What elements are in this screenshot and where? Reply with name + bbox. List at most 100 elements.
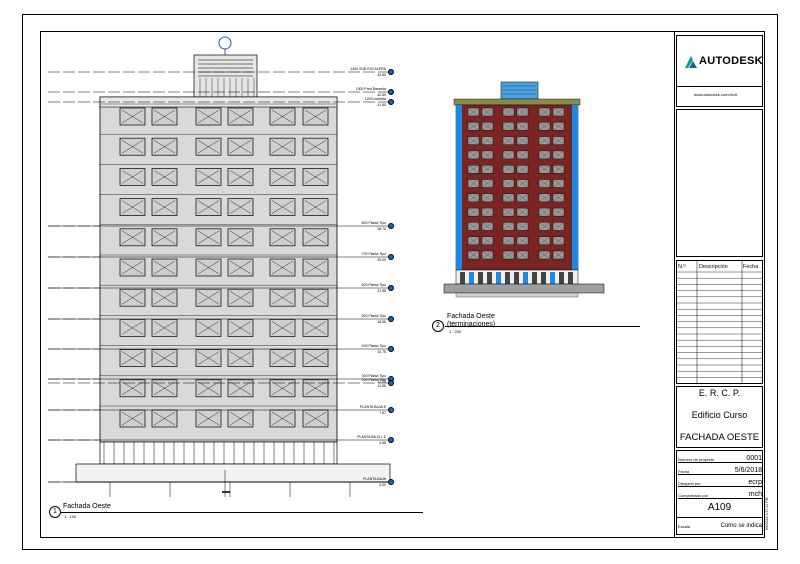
level-head-icon[interactable]	[388, 407, 394, 413]
window-cross	[467, 193, 480, 202]
window-cross	[229, 291, 252, 305]
level-head-icon[interactable]	[388, 285, 394, 291]
level-elevation: 7.87	[379, 411, 386, 415]
level-elevation: 21.95	[377, 289, 386, 293]
cornice	[453, 98, 581, 106]
window-cross	[467, 136, 480, 145]
window-cross	[271, 351, 294, 365]
window-cross	[538, 222, 551, 231]
window-cross	[516, 165, 529, 174]
window-cross	[271, 230, 294, 244]
window-cross	[538, 250, 551, 260]
elevation-view-2	[443, 81, 605, 298]
view-title-1[interactable]: Fachada Oeste	[63, 503, 111, 510]
window-cross	[197, 291, 220, 305]
window-cross	[481, 250, 494, 260]
level-name: PLANTA BAJA E	[359, 405, 386, 409]
window-cross	[538, 122, 551, 131]
view-title-line-2	[445, 326, 640, 327]
level-head-icon[interactable]	[388, 316, 394, 322]
window-cross	[304, 260, 327, 275]
window-cross	[502, 222, 515, 231]
window-cross	[467, 179, 480, 188]
window-cross	[502, 236, 515, 245]
window-cross	[229, 140, 252, 154]
window-cross	[538, 165, 551, 174]
level-head-icon[interactable]	[388, 89, 394, 95]
level-name: 400 Planta Tipo	[361, 344, 386, 348]
level-head-icon[interactable]	[388, 479, 394, 485]
field-label: Fecha	[678, 469, 690, 474]
field-label: Escala	[678, 524, 691, 529]
window-cross	[121, 140, 144, 154]
ground-pier	[532, 272, 537, 284]
window-cross	[153, 411, 176, 426]
podium	[443, 283, 605, 294]
window-cross	[229, 411, 252, 426]
window-cross	[481, 107, 494, 117]
level-elevation: 12.25	[377, 380, 386, 384]
brand-website[interactable]: www.autodesk.com/revit	[694, 92, 738, 97]
level-head-icon[interactable]	[388, 99, 394, 105]
base	[455, 292, 579, 298]
window-cross	[197, 321, 220, 335]
ground-pier	[523, 272, 528, 284]
window-cross	[153, 260, 176, 275]
window-cross	[516, 179, 529, 188]
revision-grid	[676, 260, 763, 384]
level-name: 200 Planta Tipo	[361, 378, 386, 382]
level-head-icon[interactable]	[388, 69, 394, 75]
level-name: 800 Planta Tipo	[361, 221, 386, 225]
window-cross	[121, 321, 144, 335]
level-elevation: 15.75	[377, 350, 386, 354]
window-cross	[304, 381, 327, 395]
window-cross	[467, 122, 480, 131]
window-cross	[552, 179, 565, 188]
level-head-icon[interactable]	[388, 437, 394, 443]
window-cross	[467, 207, 480, 217]
elevation-marker-icon	[218, 36, 232, 50]
window-cross	[516, 250, 529, 260]
level-head-icon[interactable]	[388, 254, 394, 260]
window-cross	[271, 381, 294, 395]
window-cross	[502, 136, 515, 145]
window-cross	[271, 109, 294, 124]
window-cross	[552, 193, 565, 202]
window-cross	[481, 193, 494, 202]
window-cross	[271, 291, 294, 305]
window-cross	[197, 109, 220, 124]
window-cross	[153, 291, 176, 305]
window-cross	[467, 236, 480, 245]
glass-strip-right	[572, 105, 578, 270]
window-cross	[481, 236, 494, 245]
level-head-icon[interactable]	[388, 346, 394, 352]
ground-floor	[99, 441, 338, 465]
window-cross	[516, 150, 529, 160]
window-cross	[552, 165, 565, 174]
window-cross	[197, 140, 220, 154]
window-cross	[516, 236, 529, 245]
sheet-number-divider	[676, 517, 763, 518]
window-cross	[271, 260, 294, 275]
field-value: Como se indica	[720, 523, 762, 529]
window-cross	[502, 122, 515, 131]
view-title-2[interactable]: Fachada Oeste (terminaciones)	[447, 313, 496, 328]
field-label: Comprobado por	[678, 493, 709, 498]
window-cross	[121, 200, 144, 214]
ground-pier	[496, 272, 501, 284]
ground-pier	[541, 272, 546, 284]
window-cross	[197, 351, 220, 365]
window-cross	[304, 200, 327, 214]
window-cross	[552, 107, 565, 117]
autodesk-logo-icon	[685, 56, 697, 68]
ground-pier	[514, 272, 519, 284]
sheet-title: FACHADA OESTE	[679, 432, 760, 443]
level-head-icon[interactable]	[388, 380, 394, 386]
level-head-icon[interactable]	[388, 223, 394, 229]
level-name: 1300 Pred Baranda	[355, 87, 386, 91]
window-cross	[271, 411, 294, 426]
